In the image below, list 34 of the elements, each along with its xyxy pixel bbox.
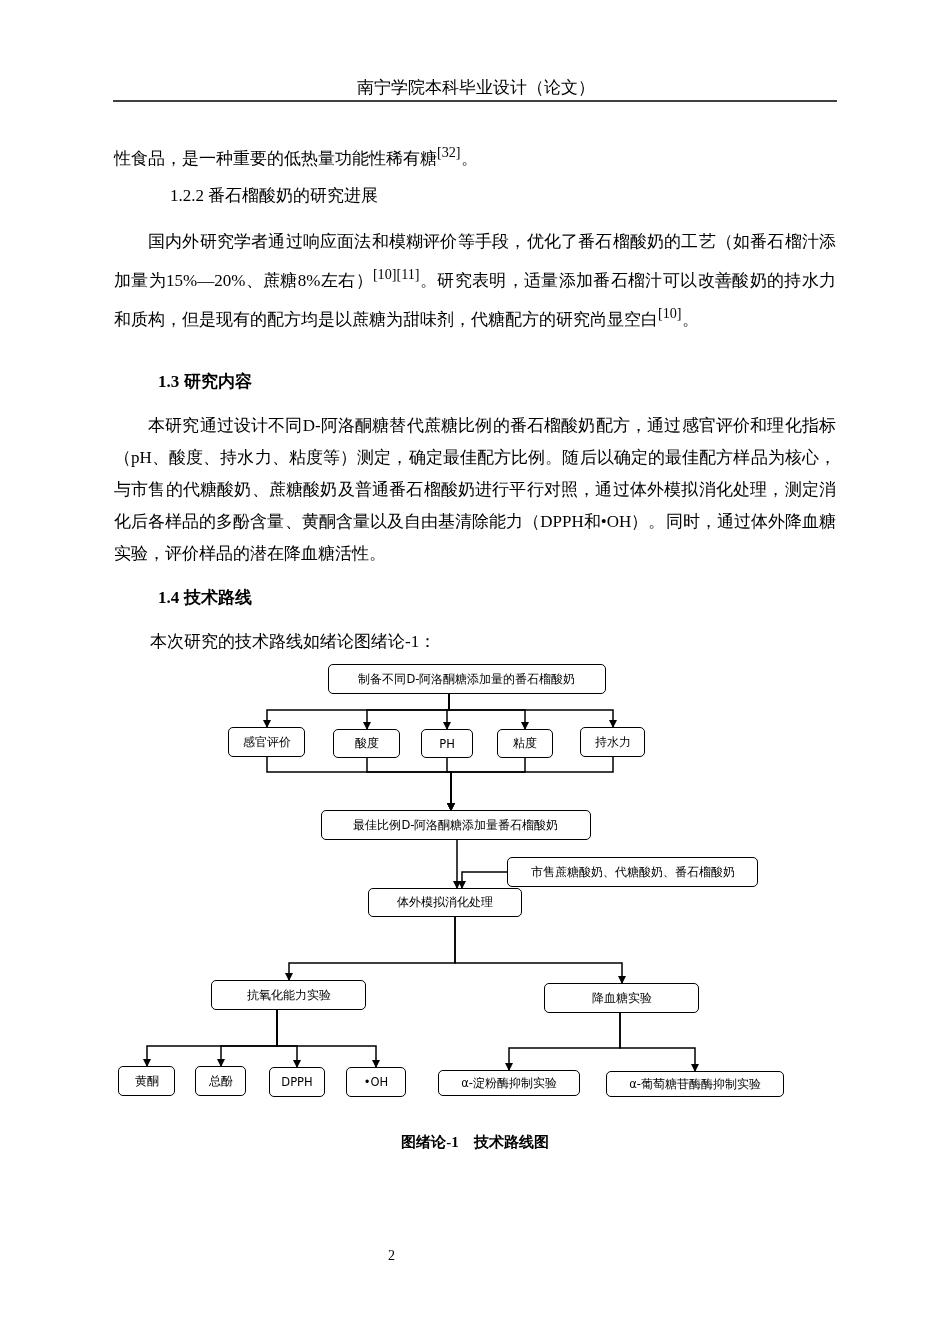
process-box: 最佳比例D-阿洛酮糖添加量番石榴酸奶 [321, 810, 591, 840]
arrow [447, 756, 614, 811]
process-box: 黄酮 [118, 1066, 175, 1096]
process-box: 感官评价 [228, 727, 305, 757]
body-paragraph: 国内外研究学者通过响应面法和模糊评价等手段，优化了番石榴酸奶的工艺（如番石榴汁添加量为15%—20%、蔗糖8%左右）$^{[10][11]}$。研究表明，适量添加番石榴汁可以改善酸奶的持水力和质构，但是现有的配方均是以蔗糖为甜味剂，代糖配方的研究尚显空白$^{[10]}$。 [114, 231, 836, 331]
page-header: 南宁学院本科毕业设计（论文） [357, 77, 595, 99]
process-box: •OH [346, 1067, 406, 1097]
process-box: 抗氧化能力实验 [211, 980, 366, 1010]
page-number: 2 [388, 1247, 395, 1265]
process-box: α-淀粉酶抑制实验 [438, 1070, 580, 1096]
body-text: 本次研究的技术路线如绪论图绪论-1： [150, 631, 437, 653]
arrow [619, 1012, 699, 1072]
process-box: 酸度 [333, 729, 400, 758]
arrow [448, 693, 617, 728]
arrow [276, 1009, 380, 1068]
process-box: 降血糖实验 [544, 983, 699, 1013]
process-box: 持水力 [580, 727, 645, 757]
section-heading: 1.2.2 番石榴酸奶的研究进展 [170, 185, 379, 207]
body-paragraph: 本研究通过设计不同D-阿洛酮糖替代蔗糖比例的番石榴酸奶配方，通过感官评价和理化指标（pH、酸度、持水力、粘度等）测定，确定最佳配方比例。随后以确定的最佳配方样品为核心，与市售的代糖酸奶、蔗糖酸奶及普通番石榴酸奶进行平行对照，通过体外模拟消化处理，测定消化后各样品的多酚含量、黄酮含量以及自由基清除能力（DPPH和•OH）。同时，通过体外降血糖实验，评价样品的潜在降血糖活性。 [114, 415, 836, 565]
figure-caption: 图绪论-1 技术路线图 [400, 1133, 550, 1152]
process-box: α-葡萄糖苷酶酶抑制实验 [606, 1071, 784, 1097]
process-box: 制备不同D-阿洛酮糖添加量的番石榴酸奶 [328, 664, 606, 694]
process-box: PH [421, 729, 473, 758]
section-heading: 1.4 技术路线 [158, 587, 252, 609]
process-box: 总酚 [195, 1066, 246, 1096]
process-box: 粘度 [497, 729, 553, 758]
process-box: 市售蔗糖酸奶、代糖酸奶、番石榴酸奶 [507, 857, 758, 887]
arrow [453, 839, 461, 889]
section-heading: 1.3 研究内容 [158, 371, 252, 393]
process-box: 体外模拟消化处理 [368, 888, 522, 917]
arrow [458, 871, 508, 889]
arrow [454, 916, 626, 984]
body-text: 性食品，是一种重要的低热量功能性稀有糖$^{[32]}$。 [114, 143, 478, 170]
process-box: DPPH [269, 1067, 325, 1097]
